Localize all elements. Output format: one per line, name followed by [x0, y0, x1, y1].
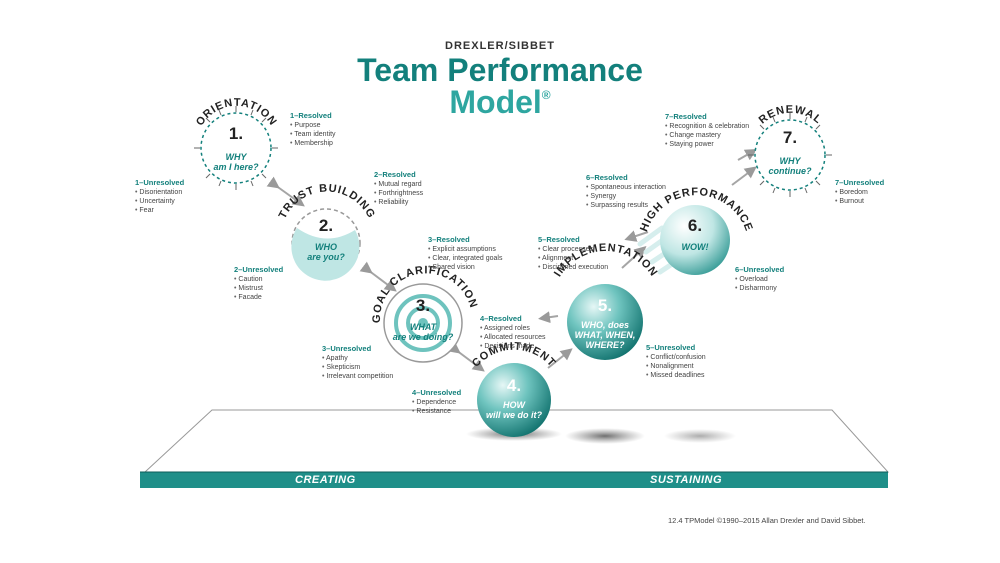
- ball-shadow-6: [664, 429, 736, 443]
- brand-label: DREXLER/SIBBET: [445, 40, 555, 52]
- stage-6-question: WOW!: [681, 242, 709, 252]
- stage-7-circle: [748, 113, 832, 197]
- stage-2-question: WHO are you?: [307, 242, 345, 262]
- stage-6-number: 6.: [687, 216, 703, 235]
- stage-3-question: WHAT are we doing?: [392, 322, 454, 342]
- registered-mark: ®: [541, 88, 551, 102]
- stage-4-ball: [477, 363, 551, 437]
- arrow-4-5: [547, 348, 573, 369]
- stage-3-resolved: 3–Resolved Explicit assumptions Clear, i…: [428, 235, 502, 272]
- title-line-2: Model®: [0, 84, 1000, 121]
- arrow-5-6: [621, 245, 647, 269]
- stage-3-number: 3.: [415, 296, 431, 315]
- stage-1-unresolved: 1–Unresolved Disorientation Uncertainty …: [135, 178, 184, 215]
- arrow-5-left: [538, 311, 559, 324]
- stage-3-unresolved: 3–Unresolved Apathy Skepticism Irrelevan…: [322, 344, 393, 381]
- stage-arrows: [266, 149, 758, 372]
- stage-5-ball: [567, 284, 643, 360]
- stage-2-circle: [291, 208, 361, 281]
- stage-4-question: HOW will we do it?: [486, 400, 542, 420]
- stage-1-question: WHY am I here?: [213, 152, 259, 172]
- stage-4-number: 4.: [506, 376, 522, 395]
- arrow-to-7: [737, 149, 758, 161]
- platform-front: [140, 472, 888, 488]
- creating-label: CREATING: [295, 474, 356, 486]
- stage-5-number: 5.: [597, 296, 613, 315]
- copyright-footnote: 12.4 TPModel ©1990–2015 Allan Drexler an…: [668, 516, 866, 525]
- stage-4-resolved: 4–Resolved Assigned roles Allocated reso…: [480, 314, 546, 351]
- title-line-1: Team Performance: [357, 52, 643, 88]
- stage-7-number: 7.: [782, 128, 798, 147]
- stage-3-circle: [383, 283, 463, 363]
- title-model: Model: [449, 84, 542, 120]
- arrow-1-2: [266, 176, 305, 207]
- stage-4-unresolved: 4–Unresolved Dependence Resistance: [412, 388, 461, 416]
- arrow-6-7: [731, 166, 757, 186]
- arrow-2-3: [359, 261, 397, 292]
- stage-7-unresolved: 7–Unresolved Boredom Burnout: [835, 178, 884, 206]
- stage-5-unresolved: 5–Unresolved Conflict/confusion Nonalign…: [646, 343, 706, 380]
- stage-7-question: WHY continue?: [768, 156, 812, 176]
- stage-2-unresolved: 2–Unresolved Caution Mistrust Facade: [234, 265, 283, 302]
- stage-1-circle: [194, 106, 278, 190]
- stage-6-unresolved: 6–Unresolved Overload Disharmony: [735, 265, 784, 293]
- arrow-6-left: [624, 230, 649, 242]
- sustaining-label: SUSTAINING: [650, 474, 723, 486]
- stage-2-number: 2.: [318, 216, 334, 235]
- stage-6-resolved: 6–Resolved Spontaneous interaction Syner…: [586, 173, 666, 210]
- stage-1-resolved: 1–Resolved Purpose Team identity Members…: [290, 111, 336, 148]
- ball-shadow-5: [565, 428, 645, 444]
- stage-2-resolved: 2–Resolved Mutual regard Forthrightness …: [374, 170, 423, 207]
- stage-1-number: 1.: [228, 124, 244, 143]
- stage-7-resolved: 7–Resolved Recognition & celebration Cha…: [665, 112, 749, 149]
- arrow-3-4: [447, 341, 485, 372]
- stage-6-ball: [660, 205, 730, 275]
- stage-5-resolved: 5–Resolved Clear processes Alignment Dis…: [538, 235, 608, 272]
- stage-5-question: WHO, does WHAT, WHEN, WHERE?: [574, 320, 636, 350]
